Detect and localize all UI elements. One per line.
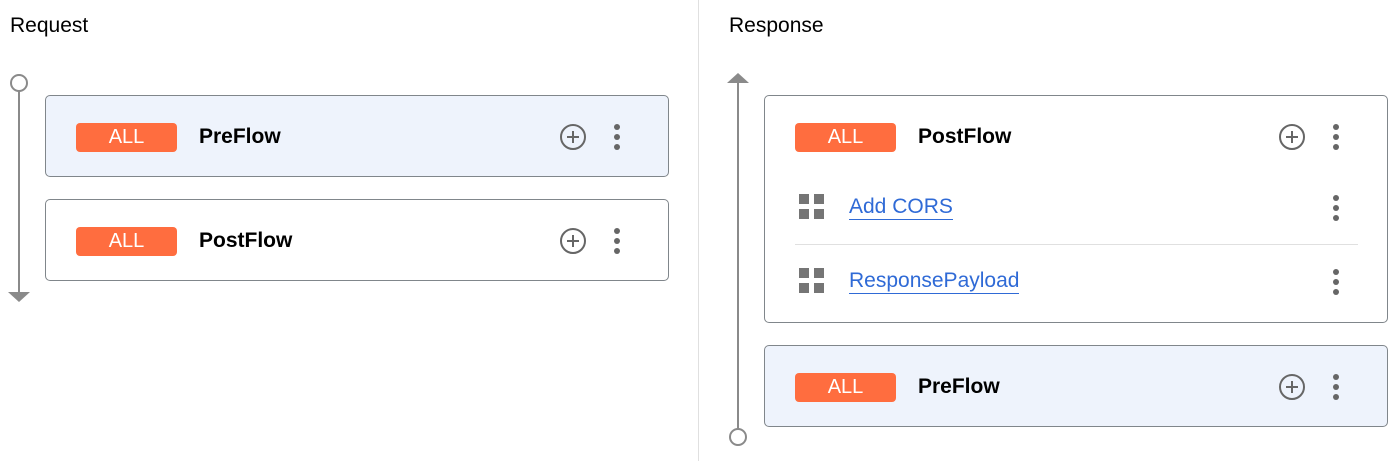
method-badge: ALL bbox=[76, 227, 177, 256]
policy-link-response-payload[interactable]: ResponsePayload bbox=[849, 269, 1020, 294]
policy-grid-icon bbox=[799, 268, 825, 294]
add-circle-icon[interactable] bbox=[560, 228, 586, 254]
more-vert-icon[interactable] bbox=[613, 124, 621, 150]
policy-divider bbox=[795, 244, 1358, 245]
response-end-circle-icon bbox=[729, 428, 747, 446]
request-postflow-card[interactable]: ALL PostFlow bbox=[45, 199, 669, 281]
flow-name: PostFlow bbox=[199, 229, 293, 252]
request-title: Request bbox=[10, 14, 89, 37]
request-flow-line bbox=[18, 90, 20, 292]
flow-name: PostFlow bbox=[918, 125, 1012, 148]
method-badge: ALL bbox=[795, 373, 896, 402]
add-circle-icon[interactable] bbox=[1279, 124, 1305, 150]
request-start-circle-icon bbox=[10, 74, 28, 92]
add-circle-icon[interactable] bbox=[560, 124, 586, 150]
method-badge: ALL bbox=[76, 123, 177, 152]
response-preflow-card[interactable]: ALL PreFlow bbox=[764, 345, 1388, 427]
response-arrow-up-icon bbox=[727, 73, 749, 83]
request-arrow-down-icon bbox=[8, 292, 30, 302]
more-vert-icon[interactable] bbox=[1332, 124, 1340, 150]
flow-name: PreFlow bbox=[199, 125, 281, 148]
flow-name: PreFlow bbox=[918, 375, 1000, 398]
policy-grid-icon bbox=[799, 194, 825, 220]
response-postflow-card[interactable]: ALL PostFlow Add CORS ResponsePayload bbox=[764, 95, 1388, 323]
more-vert-icon[interactable] bbox=[1332, 195, 1340, 221]
add-circle-icon[interactable] bbox=[1279, 374, 1305, 400]
response-flow-line bbox=[737, 82, 739, 430]
more-vert-icon[interactable] bbox=[1332, 374, 1340, 400]
request-preflow-card[interactable]: ALL PreFlow bbox=[45, 95, 669, 177]
more-vert-icon[interactable] bbox=[613, 228, 621, 254]
panel-divider bbox=[698, 0, 699, 461]
method-badge: ALL bbox=[795, 123, 896, 152]
policy-link-add-cors[interactable]: Add CORS bbox=[849, 195, 953, 220]
response-title: Response bbox=[729, 14, 824, 37]
more-vert-icon[interactable] bbox=[1332, 269, 1340, 295]
